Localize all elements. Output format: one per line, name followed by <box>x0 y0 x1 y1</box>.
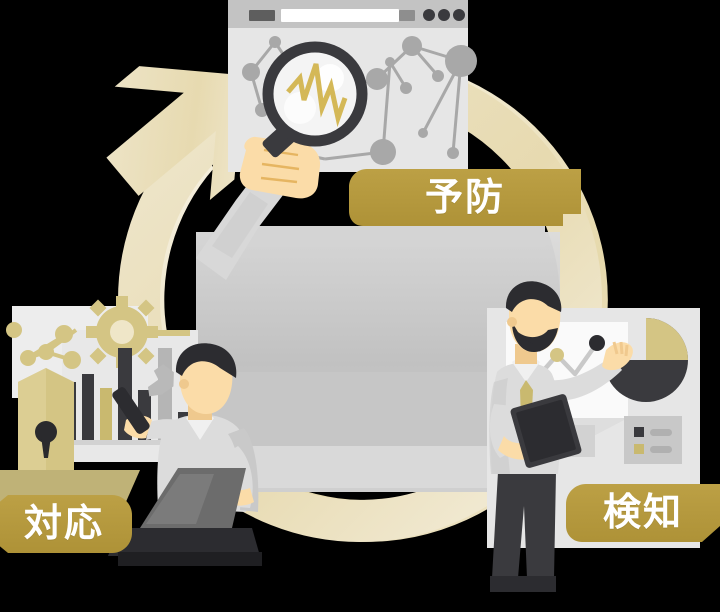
label-response-text: 対応 <box>23 503 104 545</box>
scene-prevention <box>196 0 477 280</box>
label-prevention-text: 予防 <box>424 176 505 219</box>
hair <box>175 343 237 378</box>
label-detection-shape <box>566 484 720 542</box>
cycle-arrowhead <box>106 66 244 201</box>
browser-dot-2 <box>438 9 450 21</box>
wrench-icon <box>112 364 174 434</box>
line-chart-point-gold <box>550 348 564 362</box>
pie-chart <box>604 318 688 402</box>
label-response-shape <box>0 495 132 553</box>
laptop-base <box>108 528 260 556</box>
hair <box>505 281 562 312</box>
scene-response <box>0 296 262 566</box>
label-response[interactable]: 対応 <box>0 495 132 553</box>
browser-go-button <box>399 10 415 21</box>
label-detection[interactable]: 検知 <box>566 484 720 542</box>
legend-box <box>624 416 682 464</box>
label-prevention-shape <box>349 169 581 226</box>
padlock-icon <box>18 368 74 470</box>
line-chart-point-dark <box>589 335 605 351</box>
legend-swatch-dark <box>634 427 644 437</box>
browser-url-bar <box>281 9 399 22</box>
legend-swatch-gold <box>634 444 644 454</box>
anomaly-lightning-icon <box>286 63 348 128</box>
browser-dot-3 <box>453 9 465 21</box>
detection-person <box>489 281 633 592</box>
label-prevention[interactable]: 予防 <box>349 169 581 226</box>
label-detection-text: 検知 <box>602 492 683 534</box>
magnifier-icon <box>262 41 368 158</box>
scene-detection <box>487 281 700 592</box>
response-person <box>108 343 262 566</box>
browser-dot-1 <box>423 9 435 21</box>
browser-back-button <box>249 10 275 21</box>
